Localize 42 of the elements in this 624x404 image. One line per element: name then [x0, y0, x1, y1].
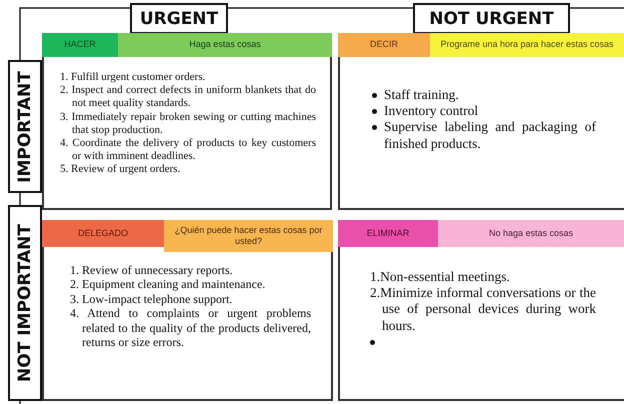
quadrant-box	[42, 57, 332, 210]
axis-label	[8, 60, 42, 193]
list-item: 2.Minimize informal conversations or the use of personal devices during work hours.	[370, 285, 596, 334]
axis-text: NOT URGENT	[429, 8, 554, 28]
header-text: ¿Quién puede hacer estas cosas por usted?	[174, 224, 324, 248]
list-item: 3. Immediately repair broken sewing or cutting machines that stop production.	[60, 110, 316, 137]
list-item: 1. Review of unnecessary reports.	[70, 263, 234, 278]
header-text: HACER	[64, 39, 96, 51]
header-bar	[164, 220, 333, 252]
list-item: Staff training.	[384, 87, 459, 102]
header-bar	[42, 220, 164, 247]
list-item: 2. Equipment cleaning and maintenance.	[70, 277, 266, 292]
list-item: 4. Attend to complaints or urgent problems related to the quality of the products delivered, returns or size errors.	[70, 306, 311, 350]
header-bar	[118, 33, 332, 57]
list-item: Supervise labeling and packaging of finished products.	[384, 119, 596, 151]
header-bar	[338, 33, 430, 57]
axis-text: NOT IMPORTANT	[15, 224, 35, 382]
quadrant-box	[338, 247, 624, 401]
list-item: 1. Fulfill urgent customer orders.	[60, 71, 206, 84]
header-text: Programe una hora para hacer estas cosas	[440, 39, 614, 51]
quadrant-box	[338, 57, 624, 210]
list-item: Inventory control	[384, 103, 478, 118]
header-text: ELIMINAR	[366, 228, 410, 240]
axis-text: IMPORTANT	[15, 70, 35, 182]
list-item: 4. Coordinate the delivery of products to key customers or with imminent deadlines.	[60, 136, 316, 164]
header-bar	[430, 33, 624, 57]
header-text: DELEGADO	[78, 228, 128, 240]
list-item: 1.Non-essential meetings.	[370, 269, 511, 286]
header-text: DECIR	[370, 39, 398, 51]
header-text: Haga estas cosas	[189, 39, 261, 51]
quadrant-box	[42, 247, 333, 401]
axis-label	[8, 205, 42, 401]
axis-label	[413, 3, 570, 34]
list-item: 3. Low-impact telephone support.	[70, 292, 234, 306]
header-bar	[438, 220, 624, 247]
list-item: 5. Review of urgent orders.	[60, 163, 182, 176]
list-item: 2. Inspect and correct defects in uniform blankets that do not meet quality standards.	[60, 84, 316, 111]
header-bar	[338, 220, 438, 247]
header-text: No haga estas cosas	[488, 228, 574, 240]
axis-text: URGENT	[140, 8, 218, 28]
axis-label	[130, 3, 228, 34]
header-bar	[42, 33, 118, 57]
